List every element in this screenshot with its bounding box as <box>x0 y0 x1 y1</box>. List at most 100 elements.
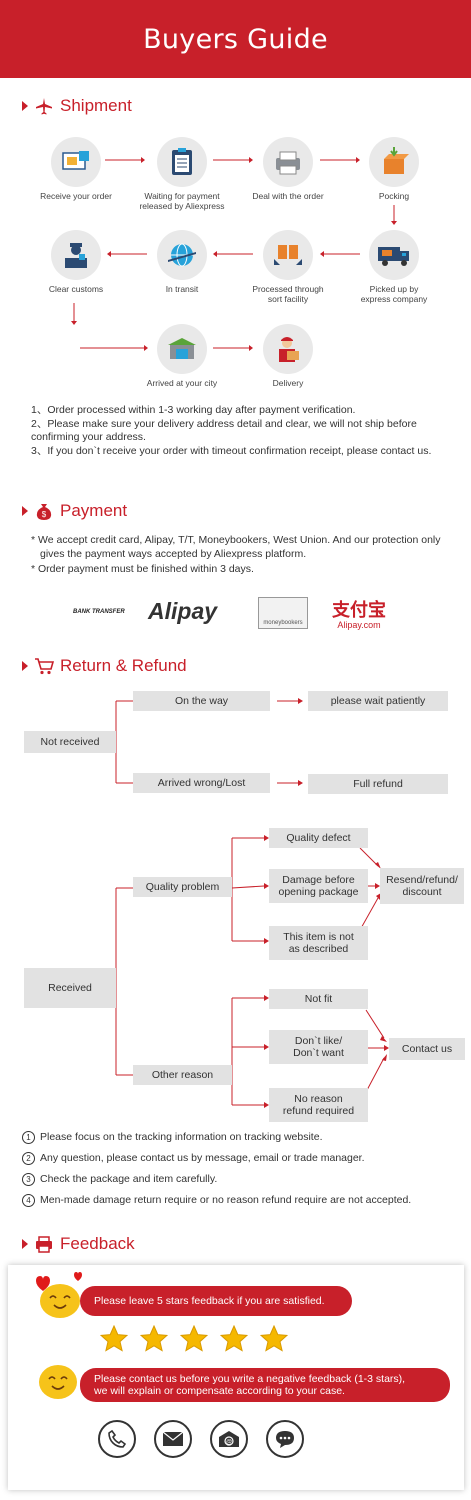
page-header: Buyers Guide <box>0 0 471 78</box>
dont-like-box: Don`t like/ Don`t want <box>269 1030 368 1064</box>
step-label: Waiting for payment released by Aliexpre… <box>139 191 225 211</box>
payment-bullets: * We accept credit card, Alipay, T/T, Mo… <box>31 534 441 579</box>
negative-feedback-message: Please contact us before you write a neg… <box>80 1368 450 1402</box>
damage-before-box: Damage before opening package <box>269 869 368 903</box>
note-2: 2、Please make sure your delivery address… <box>31 417 417 444</box>
phone-icon[interactable] <box>98 1420 136 1458</box>
star-icon <box>220 1325 248 1352</box>
courier-icon <box>263 324 313 374</box>
flow-arrow-right <box>213 344 253 352</box>
shopping-cart-icon <box>35 658 54 675</box>
svg-text:$: $ <box>42 510 47 519</box>
step-label: Picked up by express company <box>360 284 428 304</box>
shipment-section-title: Shipment <box>22 96 132 116</box>
quality-defect-box: Quality defect <box>269 828 368 848</box>
step-in-transit: In transit <box>127 230 237 294</box>
sorting-boxes-icon <box>263 230 313 280</box>
section-label: Shipment <box>60 96 132 115</box>
tip-text: Please focus on the tracking information… <box>40 1131 323 1143</box>
flow-arrow-right <box>80 344 148 352</box>
page-title: Buyers Guide <box>143 23 328 55</box>
money-bag-icon: $ <box>36 504 52 520</box>
svg-text:@: @ <box>226 1440 232 1446</box>
triangle-icon <box>22 661 28 671</box>
on-the-way-box: On the way <box>133 691 270 711</box>
step-label: Clear customs <box>48 284 104 294</box>
tip-item: 3 Check the package and item carefully. <box>22 1173 452 1186</box>
printer-feedback-icon <box>36 1236 52 1253</box>
chat-icon[interactable] <box>266 1420 304 1458</box>
flow-arrow-left <box>213 250 253 258</box>
tip-number: 3 <box>22 1173 35 1186</box>
step-arrived-city: Arrived at your city <box>127 324 237 388</box>
step-label: Receive your order <box>40 191 112 201</box>
logo-text: 支付宝 <box>332 600 386 621</box>
section-label: Payment <box>60 501 128 520</box>
moneybookers-logo: moneybookers <box>258 597 308 629</box>
step-label: Arrived at your city <box>146 378 218 388</box>
quality-problem-box: Quality problem <box>133 877 232 897</box>
mail-icon[interactable] <box>154 1420 192 1458</box>
customs-officer-icon <box>51 230 101 280</box>
triangle-icon <box>22 1239 28 1249</box>
city-building-icon <box>157 324 207 374</box>
not-fit-box: Not fit <box>269 989 368 1009</box>
payment-bullet: * We accept credit card, Alipay, T/T, Mo… <box>31 534 441 560</box>
shipment-notes: 1、Order processed within 1-3 working day… <box>31 404 441 458</box>
triangle-icon <box>22 101 28 111</box>
step-deal-order: Deal with the order <box>233 137 343 201</box>
contact-us-box: Contact us <box>389 1038 465 1060</box>
step-waiting-payment: Waiting for payment released by Aliexpre… <box>127 137 237 211</box>
five-stars <box>100 1325 288 1352</box>
no-reason-box: No reason refund required <box>269 1088 368 1122</box>
logo-text: moneybookers <box>263 620 303 626</box>
step-delivery: Delivery <box>233 324 343 388</box>
flow-arrow-right <box>320 156 360 164</box>
contact-icons: @ <box>98 1420 304 1458</box>
logo-text: BANK TRANSFER <box>73 609 125 615</box>
printer-icon <box>263 137 313 187</box>
feedback-section-title: Feedback <box>22 1234 135 1254</box>
tip-number: 1 <box>22 1131 35 1144</box>
zhifubao-logo: 支付宝 Alipay.com <box>332 596 386 630</box>
flow-arrow-down <box>390 205 398 225</box>
flow-arrow-right <box>105 156 145 164</box>
star-icon <box>260 1325 288 1352</box>
flow-arrow-left <box>320 250 360 258</box>
clipboard-icon <box>157 137 207 187</box>
tip-number: 2 <box>22 1152 35 1165</box>
alipay-logo: Alipay <box>148 598 217 625</box>
tip-number: 4 <box>22 1194 35 1207</box>
flow-arrow-left <box>107 250 147 258</box>
email-at-icon[interactable]: @ <box>210 1420 248 1458</box>
please-wait-box: please wait patiently <box>308 691 448 711</box>
order-card-icon <box>51 137 101 187</box>
refund-flow-lines <box>115 698 389 1108</box>
not-received-box: Not received <box>24 731 116 753</box>
flow-arrow-right <box>213 156 253 164</box>
step-receive-order: Receive your order <box>21 137 131 201</box>
flow-arrow-down <box>70 303 78 325</box>
tip-item: 1 Please focus on the tracking informatio… <box>22 1131 452 1144</box>
feedback-card: Please leave 5 stars feedback if you are… <box>8 1265 464 1490</box>
smiley-icon <box>39 1365 77 1399</box>
positive-feedback-message: Please leave 5 stars feedback if you are… <box>80 1286 352 1316</box>
payment-section-title: $ Payment <box>22 501 127 521</box>
logo-text: Alipay <box>148 598 218 624</box>
tip-text: Check the package and item carefully. <box>40 1173 218 1185</box>
delivery-truck-icon <box>369 230 419 280</box>
step-label: In transit <box>165 284 199 294</box>
full-refund-box: Full refund <box>308 774 448 794</box>
step-label: Deal with the order <box>252 191 324 201</box>
section-label: Return & Refund <box>60 656 187 675</box>
step-packing: Pocking <box>339 137 449 201</box>
step-label: Processed through sort facility <box>252 284 324 304</box>
star-icon <box>140 1325 168 1352</box>
step-picked-up: Picked up by express company <box>339 230 449 304</box>
refund-tips: 1 Please focus on the tracking informatio… <box>22 1131 452 1215</box>
arrived-wrong-box: Arrived wrong/Lost <box>133 773 270 793</box>
globe-plane-icon <box>157 230 207 280</box>
step-label: Pocking <box>378 191 410 201</box>
